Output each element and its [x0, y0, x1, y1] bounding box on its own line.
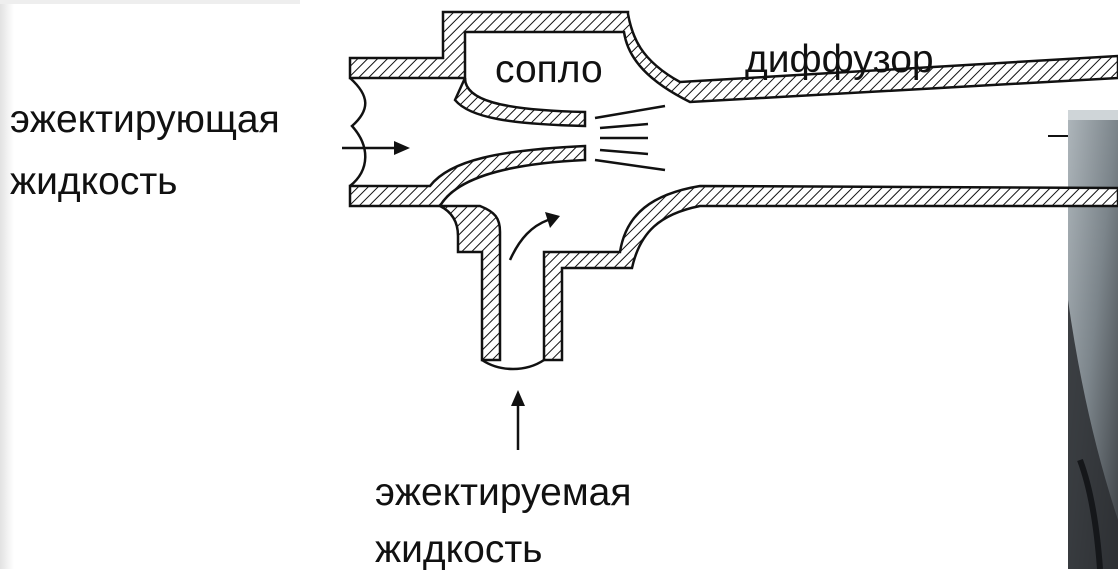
suction-fluid-label-line1: эжектируемая	[375, 471, 632, 514]
suction-flow-arrow-icon	[511, 390, 525, 450]
nozzle-label: сопло	[495, 48, 603, 91]
suction-pipe-right-and-diffuser-lower-wall	[542, 184, 1118, 362]
curved-flow-arrow-icon	[508, 212, 560, 261]
motive-flow-arrow-icon	[342, 141, 410, 155]
jet-lines-icon	[594, 104, 666, 172]
upper-body-wall	[348, 10, 1118, 104]
nozzle-upper-wall	[453, 77, 587, 128]
suction-fluid-label-line2: жидкость	[375, 528, 543, 571]
motive-fluid-label-line2: жидкость	[10, 160, 178, 203]
motive-fluid-label-line1: эжектирующая	[10, 98, 280, 141]
suction-pipe-left-wall	[439, 204, 502, 362]
top-edge-shade	[0, 0, 300, 4]
suction-inlet-opening	[481, 358, 545, 371]
nozzle-lower-wall	[348, 144, 587, 208]
motive-inlet-opening	[349, 77, 367, 187]
diffuser-label: диффузор	[745, 38, 934, 81]
left-edge-shade	[0, 0, 14, 569]
photo-fragment	[1048, 110, 1118, 570]
